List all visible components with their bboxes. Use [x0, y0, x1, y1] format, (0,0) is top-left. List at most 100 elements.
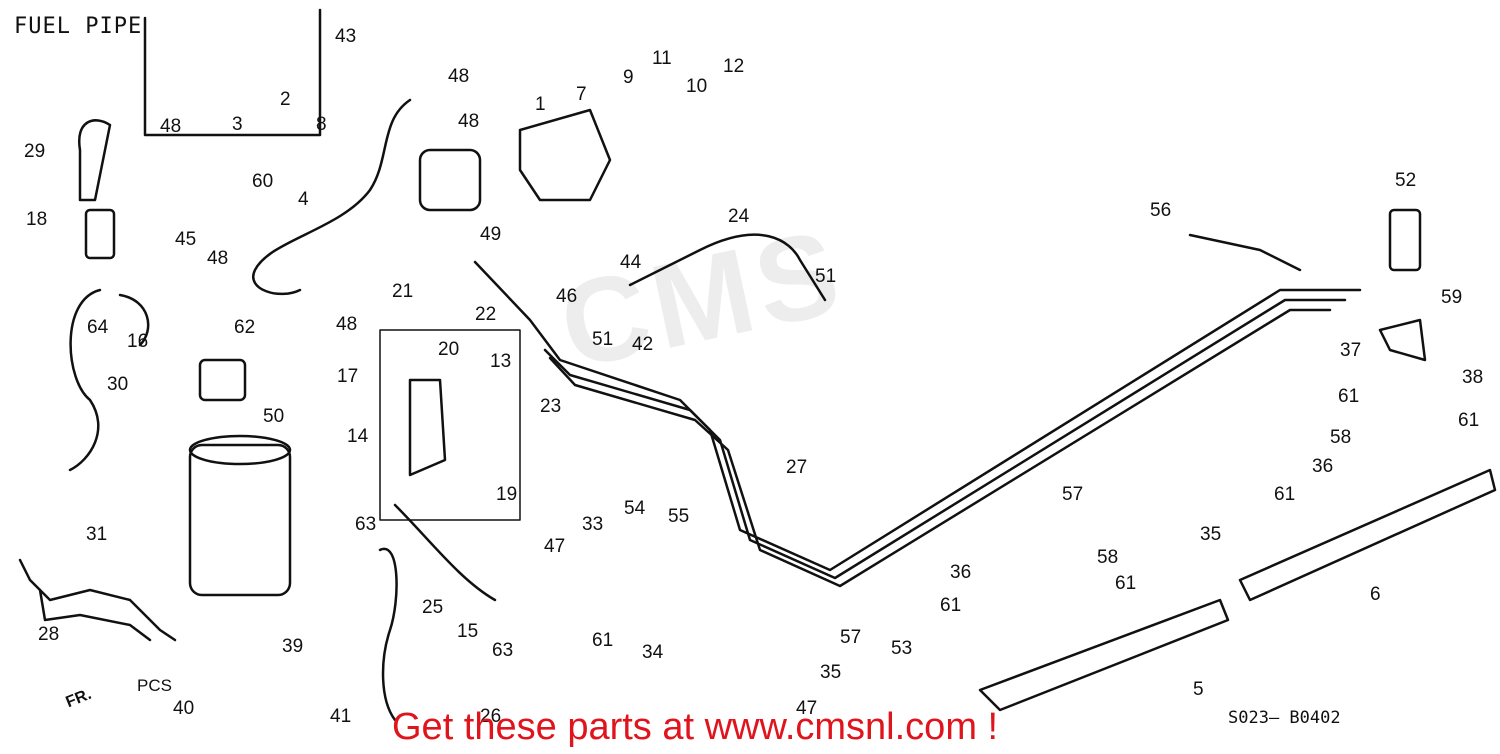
callout-17: 17 [337, 366, 358, 387]
fuel-line-56 [1188, 233, 1302, 272]
callout-6: 6 [1370, 584, 1381, 605]
callout-12: 12 [723, 56, 744, 77]
callout-54: 54 [624, 498, 646, 519]
callout-47b: 47 [796, 698, 817, 719]
callout-15: 15 [457, 621, 478, 642]
callout-52: 52 [1395, 170, 1416, 191]
callout-31: 31 [86, 524, 107, 545]
solenoid-17 [198, 358, 247, 402]
callout-48a: 48 [448, 66, 469, 87]
callout-20: 20 [438, 339, 459, 360]
callout-42: 42 [632, 334, 653, 355]
callout-36b: 36 [950, 562, 971, 583]
callout-48d: 48 [207, 248, 228, 269]
callout-61b: 61 [1458, 410, 1479, 431]
callout-51b: 51 [592, 329, 613, 350]
callout-56: 56 [1150, 200, 1171, 221]
callout-25: 25 [422, 597, 443, 618]
callout-39: 39 [282, 636, 303, 657]
callout-33: 33 [582, 514, 603, 535]
hose-29 [77, 119, 112, 202]
callout-64: 64 [87, 317, 109, 338]
callout-43: 43 [335, 26, 356, 47]
filter-18 [84, 208, 116, 260]
callout-53: 53 [891, 638, 912, 659]
protector-5 [978, 598, 1230, 712]
callout-13: 13 [490, 351, 511, 372]
callout-4: 4 [298, 189, 309, 210]
callout-40: 40 [173, 698, 194, 719]
callout-61c: 61 [1274, 484, 1295, 505]
callout-61d: 61 [1115, 573, 1136, 594]
callout-7: 7 [576, 84, 587, 105]
callout-60: 60 [252, 171, 273, 192]
callout-47a: 47 [544, 536, 565, 557]
callout-28: 28 [38, 624, 59, 645]
callout-18: 18 [26, 209, 47, 230]
callout-48b: 48 [458, 111, 479, 132]
hose-25 [378, 547, 398, 722]
callout-5: 5 [1193, 679, 1204, 700]
callout-35a: 35 [1200, 524, 1221, 545]
callout-59: 59 [1441, 287, 1462, 308]
callout-3: 3 [232, 114, 243, 135]
callout-29: 29 [24, 141, 45, 162]
callout-51a: 51 [815, 266, 836, 287]
callout-61e: 61 [940, 595, 961, 616]
callout-11: 11 [652, 48, 672, 69]
callout-21: 21 [392, 281, 413, 302]
callout-1: 1 [535, 94, 546, 115]
callout-14: 14 [347, 426, 369, 447]
callout-16: 16 [127, 331, 148, 352]
callout-8: 8 [316, 114, 327, 135]
callouts: 1 2 3 4 5 6 7 8 9 10 11 12 13 14 15 16 1… [24, 26, 1483, 727]
callout-61f: 61 [592, 630, 613, 651]
callout-37: 37 [1340, 340, 1361, 361]
callout-10: 10 [686, 76, 707, 97]
fuel-filter-1 [418, 148, 482, 212]
callout-26: 26 [480, 706, 501, 727]
callout-34: 34 [642, 642, 664, 663]
callout-35b: 35 [820, 662, 841, 683]
callout-49: 49 [480, 224, 501, 245]
page-title: FUEL PIPE [14, 14, 143, 39]
callout-22: 22 [475, 304, 496, 325]
callout-9: 9 [623, 67, 634, 88]
callout-46: 46 [556, 286, 577, 307]
promo-link[interactable]: Get these parts at www.cmsnl.com ! [392, 706, 999, 748]
hose-16 [118, 293, 150, 347]
callout-45: 45 [175, 229, 196, 250]
bracket-7 [518, 108, 612, 202]
protector-6 [1238, 468, 1497, 602]
diagram-code: S023– B0402 [1228, 708, 1341, 728]
callout-63b: 63 [492, 640, 513, 661]
bracket-28 [18, 558, 177, 642]
canister-14 [188, 443, 292, 597]
clamp-52 [1388, 208, 1422, 272]
callout-41: 41 [330, 706, 351, 727]
callout-19: 19 [496, 484, 517, 505]
callout-48e: 48 [336, 314, 357, 335]
callout-23: 23 [540, 396, 561, 417]
callout-63a: 63 [355, 514, 376, 535]
callout-38: 38 [1462, 367, 1483, 388]
callout-30: 30 [107, 374, 128, 395]
bracket-37 [1378, 318, 1427, 362]
callout-27: 27 [786, 457, 807, 478]
group-box-top-left [143, 8, 322, 137]
callout-62: 62 [234, 317, 255, 338]
callout-61a: 61 [1338, 386, 1359, 407]
callout-24: 24 [728, 206, 750, 227]
hose-15 [393, 503, 497, 602]
callout-58a: 58 [1330, 427, 1351, 448]
callout-50: 50 [263, 406, 284, 427]
callout-2: 2 [280, 89, 291, 110]
pcs-label: PCS [137, 676, 172, 695]
callout-36a: 36 [1312, 456, 1333, 477]
callout-55: 55 [668, 506, 689, 527]
callout-58b: 58 [1097, 547, 1118, 568]
callout-48c: 48 [160, 116, 181, 137]
callout-44: 44 [620, 252, 642, 273]
hose-24 [628, 233, 827, 302]
